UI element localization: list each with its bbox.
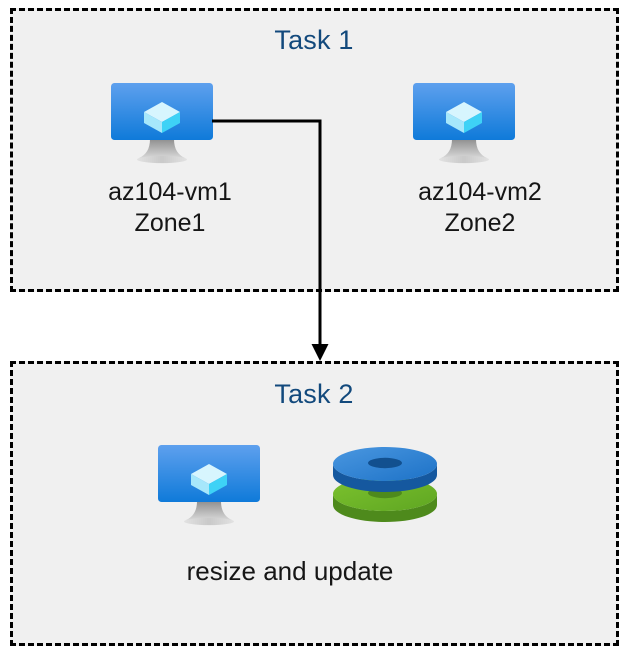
vm1-name: az104-vm1 [108,178,232,206]
task-2-title: Task 2 [274,379,354,409]
virtual-machine-icon-vm1[interactable] [110,82,214,168]
vm2-name: az104-vm2 [418,178,542,206]
vm2-zone: Zone2 [444,209,516,237]
task-1-container [10,8,619,292]
task-2-caption: resize and update [186,556,394,586]
task-2-container [10,361,619,646]
virtual-machine-icon-task2[interactable] [157,444,261,530]
task-1-title: Task 1 [274,25,354,55]
vm1-zone: Zone1 [134,209,206,237]
vm1-label: az104-vm1 Zone1 [60,177,280,239]
virtual-machine-icon-vm2[interactable] [412,82,516,168]
managed-disks-icon[interactable] [330,444,440,530]
vm2-label: az104-vm2 Zone2 [370,177,590,239]
connector-arrow-vm1-to-task2 [200,110,340,370]
